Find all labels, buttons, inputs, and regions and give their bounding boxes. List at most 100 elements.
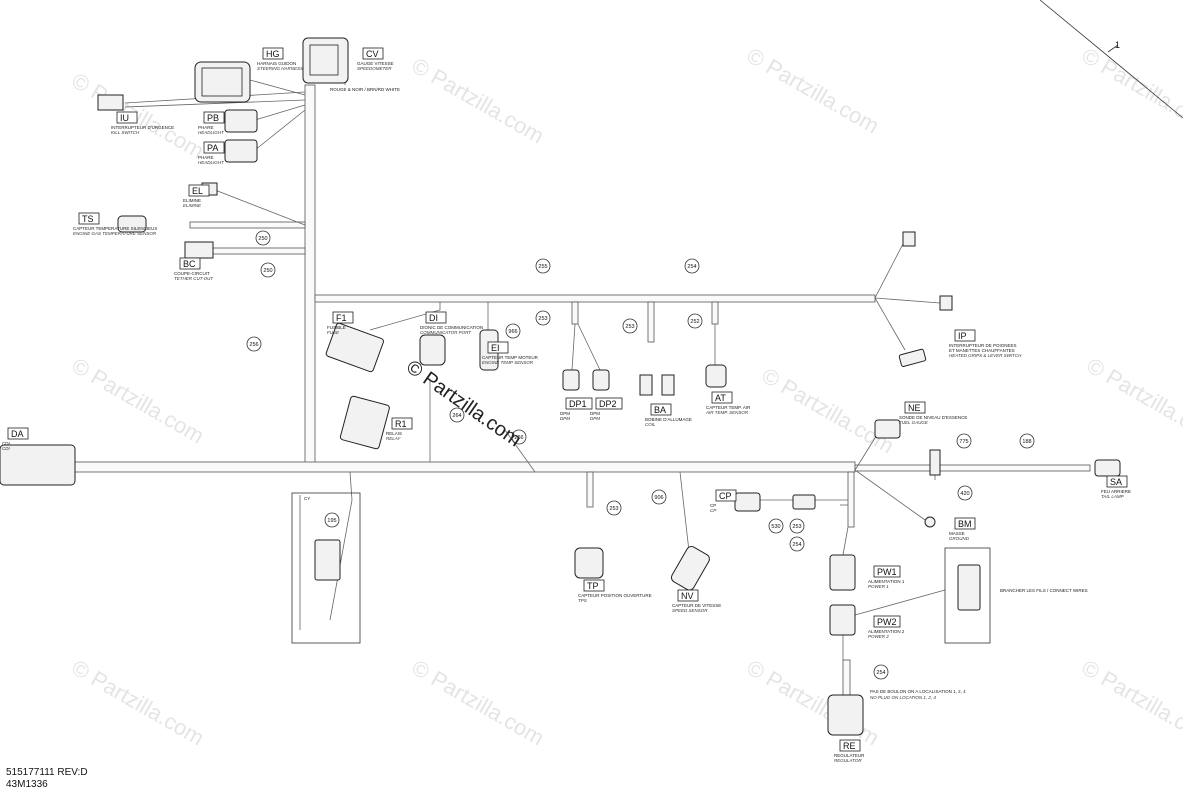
re-note-1: PAS DE BOULON ON A LOCALISATION 1, 2, 4 [870, 689, 966, 694]
connector-description: DIONIC DE COMMUNICATION [420, 325, 483, 330]
connector-description: TAIL LAMP [1101, 494, 1124, 499]
connector-code: HG [266, 49, 280, 59]
wire-tag-circle [956, 433, 972, 449]
wire-tag-circle [324, 512, 340, 528]
center-watermark: © Partzilla.com [402, 356, 525, 451]
connector-da-shape [0, 444, 76, 486]
wire-tag-number: 966 [508, 329, 517, 335]
wire-tag-number: 530 [771, 524, 780, 530]
connector-description: GAUGE VITESSE [357, 61, 394, 66]
connector-description: CDI [2, 441, 10, 446]
connector-code-box [116, 111, 138, 124]
connector-description: ELIMINE [183, 203, 202, 208]
wire-tag-number: 253 [538, 316, 547, 322]
connector-code: PB [207, 113, 219, 123]
connector-code-box [78, 212, 100, 225]
connector-cp2-shape [792, 494, 816, 510]
connector-code-box [711, 391, 733, 404]
wire-tag-circle [651, 489, 667, 505]
connector-description: FUEL GAUGE [899, 420, 929, 425]
connector-description: CAPTEUR POSITION OUVERTURE [578, 593, 652, 598]
connector-description: DPM [560, 411, 570, 416]
connector-description: ALIMENTATION 1 [868, 579, 905, 584]
connector-description: HEADLIGHT [198, 160, 225, 165]
wire-tag: 252 [687, 313, 703, 329]
wire-tag-circle [789, 518, 805, 534]
wire-tag-circle [535, 310, 551, 326]
wire-tag-circle [622, 318, 638, 334]
wire-tag-circle [873, 664, 889, 680]
connector-code: BM [958, 519, 972, 529]
connector-cv-shape [302, 37, 349, 84]
wire-tag-number: 256 [249, 342, 258, 348]
connector-description: MASSE [949, 531, 965, 536]
connector-bm-shape [957, 564, 981, 611]
connector-code: TS [82, 214, 94, 224]
connector-description: ENGINE TEMP SENSOR [482, 360, 534, 365]
wire-tag: 264 [449, 407, 465, 423]
connector-description: CDI [2, 446, 10, 451]
connector-code-box [262, 47, 284, 60]
connector-description: GROUND [949, 536, 970, 541]
connector-code-box [332, 311, 354, 324]
wire-tag-circle [260, 262, 276, 278]
wire-tag: 250 [260, 262, 276, 278]
inline-connector-shape [314, 539, 341, 581]
connector-code: NV [681, 591, 694, 601]
connector-description: SPEED SENSOR [672, 608, 708, 613]
connector-description: HEATED GRIPS & LEVER SWITCH [949, 353, 1022, 358]
connector-code-box [565, 397, 593, 410]
connector-ip-shape [898, 348, 927, 367]
wire-tag: 420 [957, 485, 973, 501]
connector-code-box [188, 184, 210, 197]
connector-code: IP [958, 331, 967, 341]
wire-tag: 254 [873, 664, 889, 680]
connector-code: NE [908, 403, 921, 413]
callout-number: 1 [1115, 40, 1120, 50]
cy-label: CY [304, 496, 310, 501]
connector-code: AT [715, 393, 726, 403]
connector-description: TETHER CUT-OUT [174, 276, 214, 281]
connector-description: ENGINE GAS TEMPERATURE SENSOR [73, 231, 157, 236]
connector-description: FUSIBLE [327, 325, 346, 330]
connector-dp1-shape [562, 369, 580, 391]
wire-tag-number: 252 [690, 319, 699, 325]
wire-tag-circle [687, 313, 703, 329]
connector-re-shape [827, 694, 864, 736]
connector-description: HEADLIGHT [198, 130, 225, 135]
connector-description: FUSE [327, 330, 340, 335]
connector-description: STEERING HARNESS [257, 66, 303, 71]
connector-code-box [203, 111, 225, 124]
connector-code-box [839, 739, 861, 752]
connector-description: DPM [560, 416, 570, 421]
wire-tag-circle [1019, 433, 1035, 449]
wire-tag: 253 [535, 310, 551, 326]
wire-tag: 253 [622, 318, 638, 334]
wire-tag-number: 250 [263, 268, 272, 274]
connector-description: POWER 2 [868, 634, 889, 639]
connector-code-box [873, 565, 901, 578]
connector-code: PW1 [877, 567, 897, 577]
connector-description: INTERRUPTEUR DE POIGNEES [949, 343, 1017, 348]
connector-description: BOBINE D'ALLUMAGE [645, 417, 692, 422]
connector-code: DI [429, 313, 438, 323]
connector-code: SA [1110, 477, 1122, 487]
connector-ba-shape-2 [661, 374, 675, 396]
connector-code-box [677, 589, 699, 602]
wire-tag-number: 420 [960, 491, 969, 497]
connector-description: RELAY [386, 436, 401, 441]
wire-tag-number: 253 [792, 524, 801, 530]
bm-frame [944, 547, 991, 644]
